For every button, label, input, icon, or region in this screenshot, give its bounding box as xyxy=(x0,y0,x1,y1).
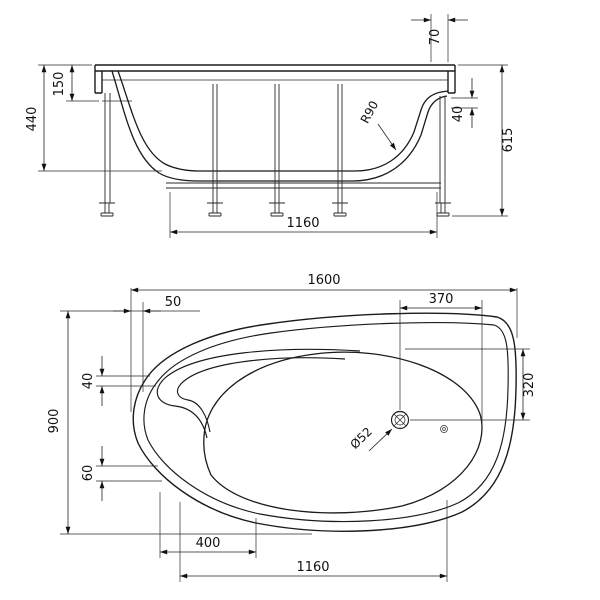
plan-view: 1600 50 370 320 40 900 60 Ø52 400 1160 xyxy=(47,273,537,582)
dim-label-40-plan: 40 xyxy=(81,373,96,390)
adjustable-foot xyxy=(207,202,223,217)
adjustable-foot xyxy=(332,202,348,217)
dim-label-50: 50 xyxy=(165,295,182,310)
tub-outline xyxy=(132,312,517,532)
dim-label-1600: 1600 xyxy=(307,273,340,288)
adjustable-foot xyxy=(99,202,115,217)
drain-inner-circle xyxy=(394,414,406,426)
dim-label-900: 900 xyxy=(47,409,62,434)
dim-label-150: 150 xyxy=(52,72,67,97)
dim-label-1160-elevation: 1160 xyxy=(286,216,319,231)
frame-rail xyxy=(166,182,441,189)
inner-rim-outline xyxy=(143,322,509,523)
overflow-mark-center xyxy=(442,427,446,431)
plan-extension-lines xyxy=(60,288,530,582)
extension-line xyxy=(96,465,162,482)
plan-dimension-lines xyxy=(65,287,526,579)
support-frame xyxy=(99,84,451,217)
dim-label-370: 370 xyxy=(429,292,454,307)
rim-right-cap xyxy=(447,65,456,94)
elevation-dimension-lines xyxy=(41,17,505,235)
extension-line xyxy=(179,500,448,582)
frame-leg-right xyxy=(439,96,446,203)
well-tail-inner-curve xyxy=(176,357,346,433)
bathing-well-outline xyxy=(203,351,483,514)
drain-leader-line xyxy=(368,428,393,452)
dim-label-1160-plan: 1160 xyxy=(296,560,329,575)
dim-label-70: 70 xyxy=(428,29,443,46)
drain-diameter-label: Ø52 xyxy=(347,425,375,452)
dim-label-440: 440 xyxy=(25,107,40,132)
adjustable-foot xyxy=(435,202,451,217)
extension-line xyxy=(169,192,438,238)
dim-label-400: 400 xyxy=(196,536,221,551)
frame-leg-middle xyxy=(212,84,343,203)
overflow-mark xyxy=(440,425,448,433)
dim-label-615: 615 xyxy=(501,128,516,153)
extension-line xyxy=(159,492,257,558)
tub-profile xyxy=(94,64,456,182)
radius-leader-line xyxy=(377,123,397,151)
outer-rim-outline xyxy=(132,312,517,532)
basin-inner-profile xyxy=(117,70,449,172)
frame-leg-left xyxy=(104,93,111,203)
rim-left-cap xyxy=(94,65,103,94)
drain-outer-circle xyxy=(390,410,410,430)
extension-line xyxy=(452,64,508,217)
extension-line xyxy=(96,375,156,387)
elevation-view: 70 150 440 40 615 R90 1160 xyxy=(25,14,516,238)
radius-label-r90: R90 xyxy=(358,98,381,125)
dim-label-40-elevation: 40 xyxy=(451,106,466,123)
adjustable-foot xyxy=(269,202,285,217)
dim-label-320: 320 xyxy=(522,373,537,398)
well-tail-outer-curve xyxy=(156,348,361,439)
basin-outer-shell xyxy=(111,70,448,182)
elevation-extension-lines xyxy=(38,14,508,238)
drain-symbol xyxy=(368,410,448,452)
dim-label-60: 60 xyxy=(81,465,96,482)
drain-cross-mark xyxy=(393,413,407,427)
